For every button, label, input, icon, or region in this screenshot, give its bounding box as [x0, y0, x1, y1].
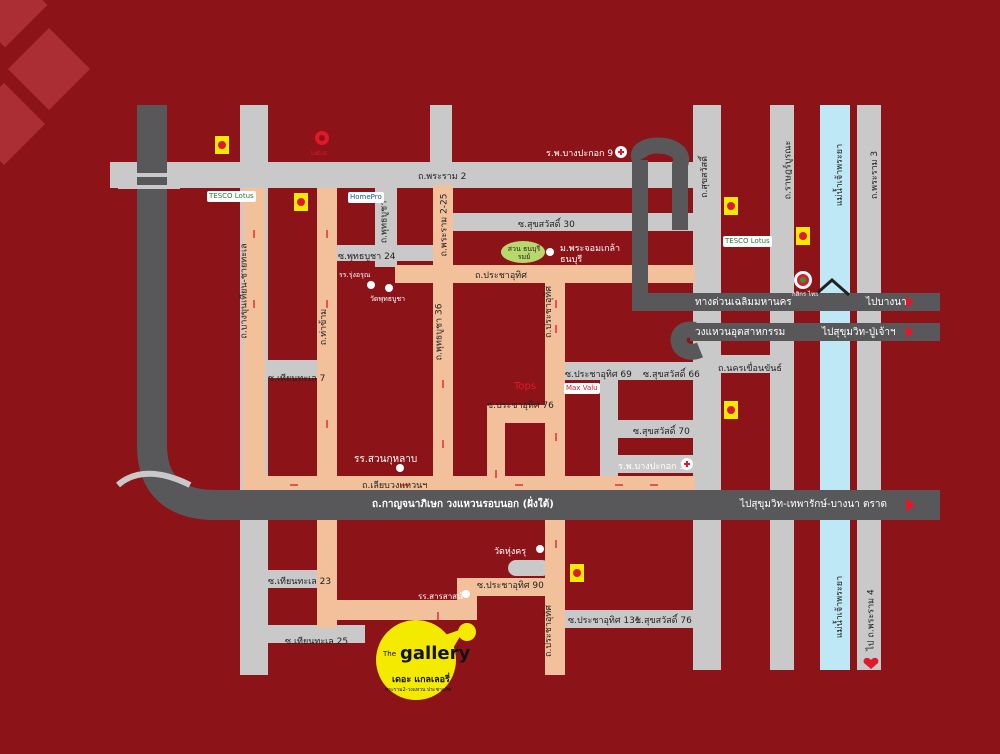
park-label: สวน ธนบุรีรมย์	[507, 245, 541, 261]
homepro-badge: HomePro	[348, 192, 384, 203]
gallery-the: The	[383, 650, 397, 658]
pracha-uthit-h-label: ถ.ประชาอุทิศ	[475, 271, 527, 281]
park-blob	[501, 241, 545, 263]
soi-thianthale25-label: ซ.เทียนทะเล 25	[285, 637, 349, 647]
liap-wongwaen-label: ถ.เลียบวงแหวนฯ	[362, 481, 428, 491]
heart-icon	[863, 657, 879, 669]
soi-thianthale23-label: ซ.เทียนทะเล 23	[268, 577, 332, 587]
pracha-uthit-v2-label: ถ.ประชาอุทิศ	[543, 605, 554, 657]
soi-thianthale7-label: ซ.เทียนทะเล 7	[268, 374, 326, 384]
to-bangna-label: ไปบางนา	[866, 297, 907, 308]
hospital-cross-icon-2	[681, 458, 693, 470]
grey-roads	[110, 105, 881, 675]
school-rung-label: รร.รุ่งอรุณ	[339, 271, 371, 279]
tha-kham-label: ถ.ท่าข้าม	[319, 308, 330, 346]
expressway-ramps	[631, 137, 703, 360]
to-sukhumvit-bangna-label: ไปสุขุมวิท-เทพารักษ์-บางนา ตราด	[740, 499, 888, 510]
bridge-chevron-icon	[814, 277, 850, 297]
nakhon-khuean-khan-label: ถ.นครเขื่อนขันธ์	[718, 364, 782, 374]
soi-suksawat76-label: ซ.สุขสวัสดิ์ 76	[635, 616, 692, 626]
shop-icons	[215, 136, 810, 582]
top-logo-label: Lotus	[311, 150, 328, 157]
school-sarasas-dot	[462, 590, 470, 598]
interchange-south	[116, 470, 192, 488]
logo-sun-icon	[315, 131, 329, 145]
interchange	[117, 173, 181, 190]
tesco-badge-1: TESCO Lotus	[207, 191, 256, 202]
soi-pracha90-label: ซ.ประชาอุทิศ 90	[477, 581, 544, 591]
industrial-ring-road	[690, 323, 940, 341]
kmutt-dot	[546, 248, 554, 256]
wat-hungkru-label: วัดหุ่งครุ	[494, 547, 527, 557]
soi-pracha69-label: ซ.ประชาอุทิศ 69	[565, 370, 632, 380]
bang-khun-thian-label: ถ.บางขุนเทียน-ชายทะเล	[239, 243, 250, 339]
soi-phutthabucha24-label: ซ.พุทธบูชา 24	[338, 252, 396, 262]
bangpakok9-label: ร.พ.บางปะกอก 9	[546, 149, 614, 159]
wat-phutthabucha-dot	[385, 284, 393, 292]
tesco-badge-2: TESCO Lotus	[723, 236, 772, 247]
kmutt-label: ม.พระจอมเกล้า ธนบุรี	[560, 244, 621, 265]
phutthabucha36-label: ถ.พุทธบูชา 36	[434, 303, 445, 361]
kbank-label: กสิกร ไทย	[792, 291, 819, 298]
bangpakok3-label: ร.พ.บางปะกอก 3	[618, 462, 686, 472]
to-rama4-label: ไป ถ.พระราม 4	[866, 589, 877, 651]
suan-kularb-label: รร.สวนกุหลาบ	[354, 454, 418, 465]
local-roads	[243, 185, 695, 675]
maxvalu-badge: Max Valu	[564, 383, 600, 394]
soi-pracha76-label: ซ.ประชาอุทิศ 76	[487, 401, 554, 411]
hospital-cross-icon-1	[615, 146, 627, 158]
rama2-label: ถ.พระราม 2	[418, 172, 467, 182]
wat-phutthabucha-label: วัดพุทธบูชา	[370, 295, 406, 303]
chaloem-label: ทางด่วนเฉลิมมหานคร	[695, 297, 792, 308]
phutthabucha-label: ถ.พุทธบูชา	[379, 200, 390, 244]
gallery-name: gallery	[400, 643, 471, 664]
soi-pracha131-label: ซ.ประชาอุทิศ 131	[568, 616, 641, 626]
direction-arrows	[253, 230, 658, 620]
rat-burana-label: ถ.ราษฎร์บูรณะ	[783, 140, 794, 200]
kbank-icon	[794, 271, 812, 289]
kanchanaphisek-expressway	[137, 105, 940, 520]
gallery-marker	[376, 620, 476, 700]
suan-kularb-dot	[396, 464, 404, 472]
school-rung-dot	[367, 281, 375, 289]
soi-suksawat30-label: ซ.สุขสวัสดิ์ 30	[518, 220, 575, 230]
soi-suksawat66-label: ซ.สุขสวัสดิ์ 66	[643, 370, 700, 380]
decorative-squares	[0, 0, 91, 166]
chaloem-expressway	[632, 293, 940, 311]
suksawat-label: ถ.สุขสวัสดิ์	[699, 156, 710, 198]
industrial-ring-label: วงแหวนอุตสาหกรรม	[695, 327, 786, 338]
kanchanaphisek-label: ถ.กาญจนาภิเษก วงแหวนรอบนอก (ฝั่งใต้)	[372, 499, 554, 510]
soi-suksawat70-label: ซ.สุขสวัสดิ์ 70	[633, 427, 690, 437]
river-bottom-label: แม่น้ำเจ้าพระยา	[835, 575, 846, 639]
to-sukhumvit-puchao-label: ไปสุขุมวิท-ปู่เจ้าฯ	[822, 327, 896, 338]
tops-label: Tops	[514, 381, 537, 392]
gallery-sub: พระราม2-วงแหวน ประชาอุทิศ	[385, 687, 452, 693]
school-sarasas-label: รร.สารสาสน์	[418, 592, 463, 601]
gallery-thai: เดอะ แกลเลอรี่	[392, 675, 450, 685]
exit-arrows	[906, 296, 915, 512]
rama3-label: ถ.พระราม 3	[870, 150, 881, 200]
wat-hungkru-dot	[536, 545, 544, 553]
pracha-uthit-v1-label: ถ.ประชาอุทิศ	[543, 286, 554, 338]
chao-phraya-river	[820, 105, 850, 670]
rama2-25-label: ถ.พระราม 2-25	[439, 193, 450, 257]
river-top-label: แม่น้ำเจ้าพระยา	[835, 143, 846, 207]
